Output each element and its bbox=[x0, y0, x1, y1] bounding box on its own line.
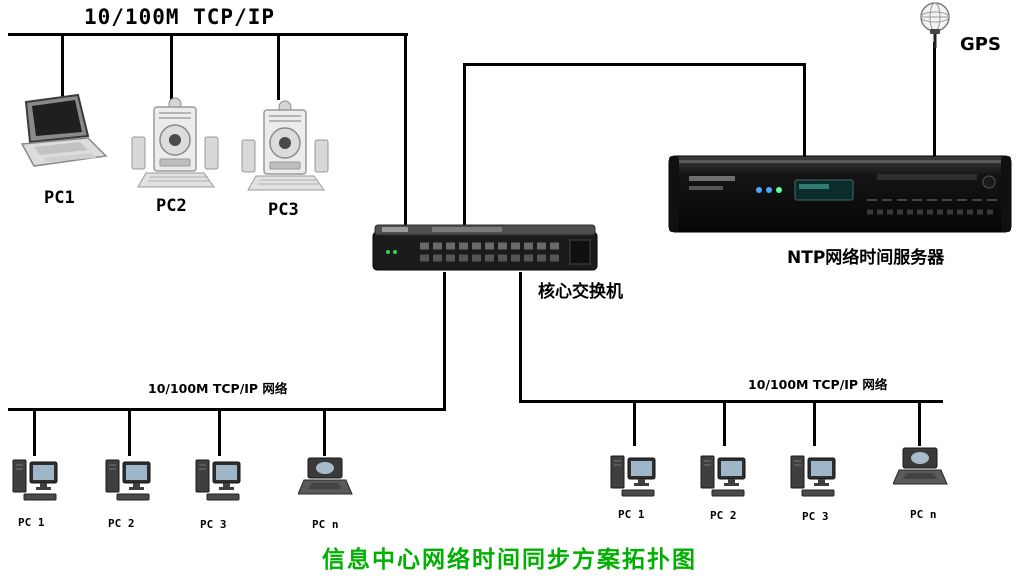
right-pc1-desktop-icon bbox=[608, 448, 660, 504]
pc1-label: PC1 bbox=[44, 188, 75, 208]
pc2-desktop-icon bbox=[130, 95, 220, 194]
right-drop-3 bbox=[813, 400, 816, 446]
right-pc3-label: PC 3 bbox=[802, 510, 829, 523]
left-pc3-label: PC 3 bbox=[200, 518, 227, 531]
core-switch-icon bbox=[372, 222, 598, 278]
left-pcn-laptop-icon bbox=[297, 456, 354, 504]
pc3-desktop-icon bbox=[240, 98, 330, 197]
top-drop-switch bbox=[404, 33, 407, 230]
left-pc2-label: PC 2 bbox=[108, 517, 135, 530]
pc2-label: PC2 bbox=[156, 196, 187, 216]
right-bus-line bbox=[519, 400, 943, 403]
right-pc1-label: PC 1 bbox=[618, 508, 645, 521]
server-downlink-vertical bbox=[803, 63, 806, 158]
left-drop-3 bbox=[218, 408, 221, 456]
right-pcn-laptop-icon bbox=[892, 446, 949, 494]
right-pc3-desktop-icon bbox=[788, 448, 840, 504]
left-pcn-label: PC n bbox=[312, 518, 339, 531]
left-drop-n bbox=[323, 408, 326, 456]
left-pc1-label: PC 1 bbox=[18, 516, 45, 529]
switch-server-link bbox=[463, 63, 806, 66]
right-drop-1 bbox=[633, 400, 636, 446]
right-pcn-label: PC n bbox=[910, 508, 937, 521]
right-pc2-label: PC 2 bbox=[710, 509, 737, 522]
left-bus-line bbox=[8, 408, 446, 411]
gps-label: GPS bbox=[960, 34, 1001, 55]
top-drop-pc3 bbox=[277, 33, 280, 100]
diagram-title: 信息中心网络时间同步方案拓扑图 bbox=[322, 547, 697, 573]
left-pc1-desktop-icon bbox=[10, 452, 62, 508]
top-bus-line bbox=[8, 33, 408, 36]
ntp-server-icon bbox=[667, 150, 1013, 242]
ntp-server-label: NTP网络时间服务器 bbox=[787, 248, 945, 268]
switch-uplink-vertical bbox=[463, 63, 466, 228]
right-pc2-desktop-icon bbox=[698, 448, 750, 504]
top-drop-pc2 bbox=[170, 33, 173, 100]
top-bus-label: 10/100M TCP/IP bbox=[84, 5, 276, 29]
right-drop-2 bbox=[723, 400, 726, 446]
gps-feed-line bbox=[933, 42, 936, 158]
gps-antenna-icon bbox=[905, 0, 965, 54]
left-drop-1 bbox=[33, 408, 36, 456]
top-drop-pc1 bbox=[61, 33, 64, 98]
switch-right-downlink bbox=[519, 272, 522, 403]
switch-left-downlink bbox=[443, 272, 446, 410]
right-drop-n bbox=[918, 400, 921, 446]
left-network-label: 10/100M TCP/IP 网络 bbox=[148, 381, 288, 396]
right-network-label: 10/100M TCP/IP 网络 bbox=[748, 377, 888, 392]
pc3-label: PC3 bbox=[268, 200, 299, 220]
pc1-laptop-icon bbox=[14, 92, 109, 181]
left-pc2-desktop-icon bbox=[103, 452, 155, 508]
left-drop-2 bbox=[128, 408, 131, 456]
core-switch-label: 核心交换机 bbox=[538, 282, 623, 302]
left-pc3-desktop-icon bbox=[193, 452, 245, 508]
